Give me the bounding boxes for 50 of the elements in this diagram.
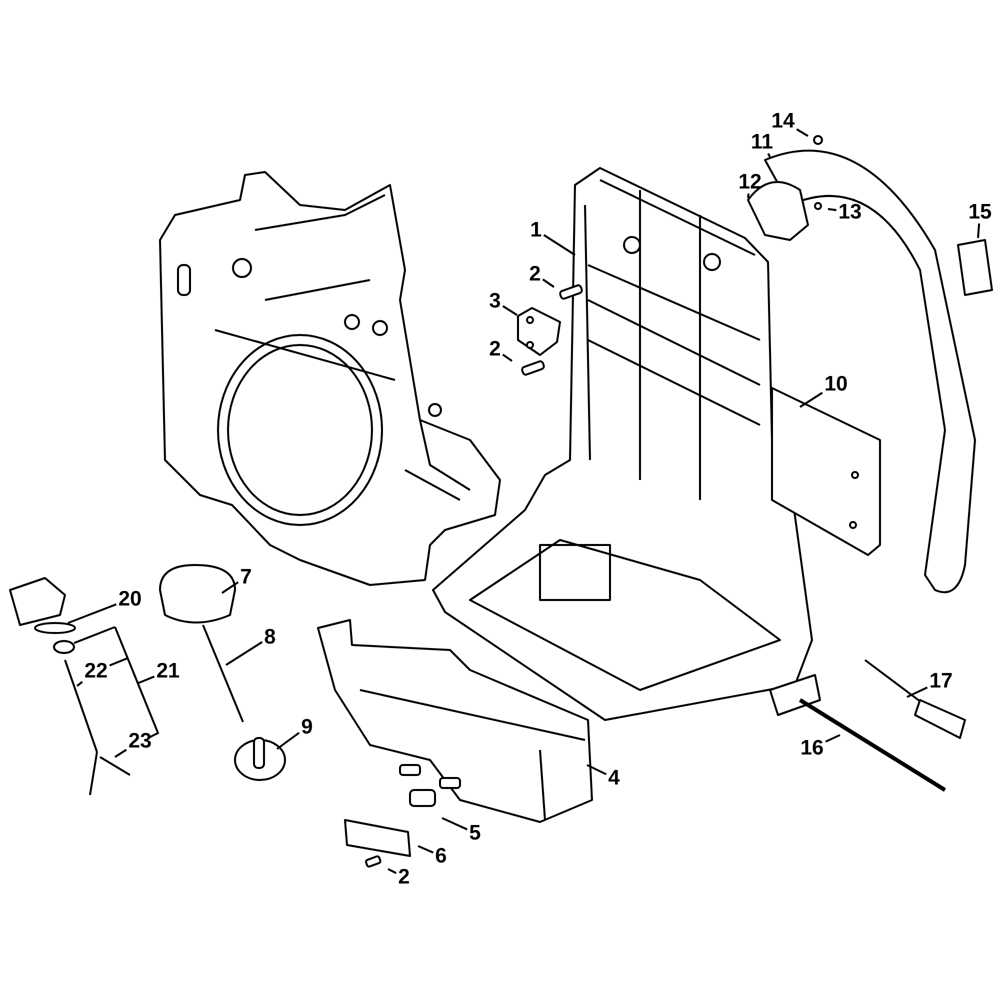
leader-line [799,392,823,408]
leader-line [109,657,128,666]
leader-line [977,223,980,238]
callout-number: 2 [396,866,412,888]
leader-line [542,278,555,288]
callout-number: 2 [487,338,503,360]
leader-line [825,734,840,743]
leader-line [747,193,750,198]
callout-number: 7 [238,566,254,588]
leader-line [767,153,771,158]
leader-line [388,868,397,874]
callout-number: 12 [736,170,764,194]
callout-number: 21 [154,660,182,682]
leader-line [114,748,127,758]
leader-line [502,354,513,362]
callout-number: 8 [262,626,278,648]
callout-number: 15 [966,200,994,224]
leader-line [586,764,607,776]
callout-number: 10 [822,372,850,396]
callout-number: 2 [527,262,543,286]
leader-line [74,626,116,644]
washer-drawing [34,622,76,634]
leader-line [442,817,468,830]
callout-number: 11 [748,130,776,154]
callout-number: 5 [467,822,483,844]
leader-line [225,641,263,666]
leader-line [68,603,117,624]
callout-number: 22 [82,660,110,682]
callout-number: 13 [836,200,864,224]
callout-number: 3 [487,290,503,312]
leader-line [418,845,434,854]
callout-number: 16 [798,736,826,760]
callout-number: 20 [116,588,144,610]
callout-number: 1 [528,218,544,242]
leader-line [276,732,300,750]
leader-line [543,234,576,256]
leader-line [137,676,155,684]
callout-number: 17 [927,670,955,692]
callout-number: 23 [126,730,154,752]
leader-line [828,208,836,212]
callout-number: 6 [433,844,449,868]
leader-line [796,128,809,137]
leader-line [906,686,928,698]
plug-drawing [53,640,75,654]
callout-number: 9 [299,716,315,738]
callout-number: 14 [769,110,797,132]
leader-line [221,581,239,594]
leader-line [76,681,83,687]
leader-line [502,305,518,316]
callout-number: 4 [606,766,622,790]
